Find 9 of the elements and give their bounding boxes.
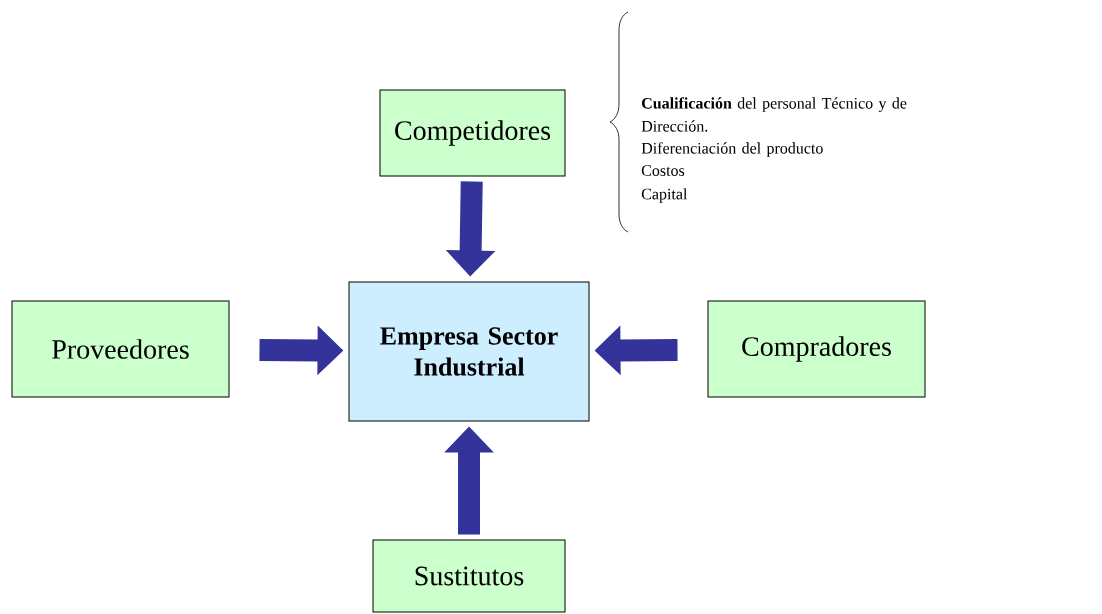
center-box: Empresa Sector Industrial — [348, 281, 590, 422]
note-text: Capital — [641, 188, 688, 203]
process-box: Competidores — [379, 89, 566, 177]
process-box: Proveedores — [11, 300, 230, 398]
process-box: Sustitutos — [372, 539, 566, 613]
note-text: Cualificación del personal Técnico y de Dirección. — [641, 97, 907, 132]
note-text: Diferenciación del producto — [641, 142, 823, 157]
note-text: Costos — [641, 165, 685, 176]
process-box: Compradores — [707, 300, 926, 398]
